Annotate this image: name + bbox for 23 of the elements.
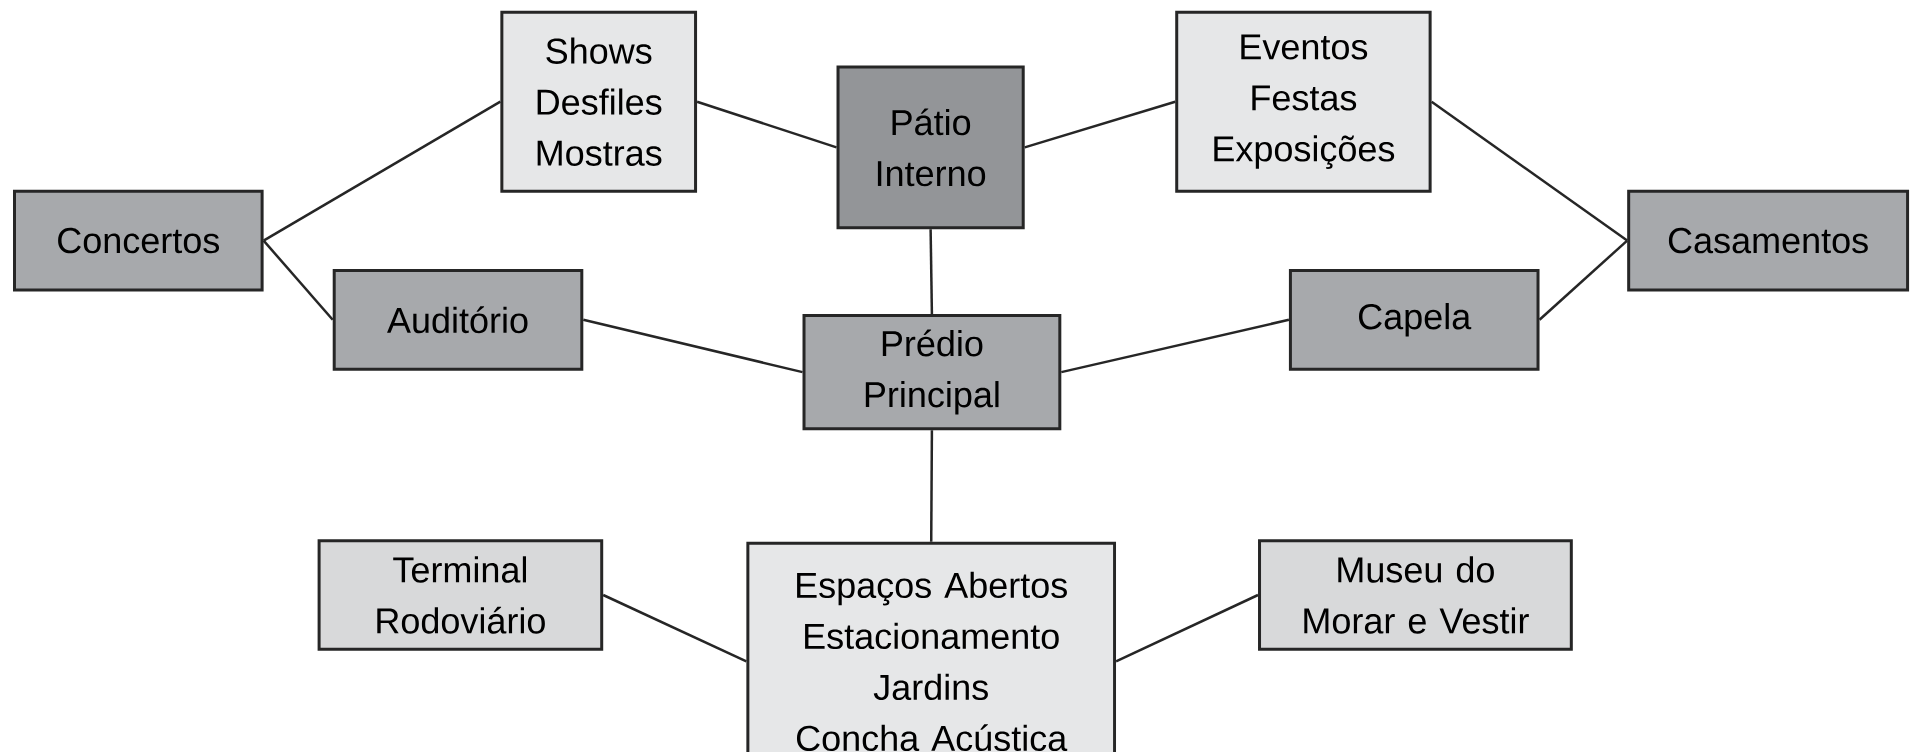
place-box: Auditório bbox=[332, 268, 584, 371]
connector-line bbox=[262, 239, 334, 321]
place-box: Espaços Abertos Estacionamento Jardins Concha Acústica bbox=[746, 541, 1117, 752]
place-box: Terminal Rodoviário bbox=[317, 539, 604, 651]
place-box: Prédio Principal bbox=[802, 313, 1062, 431]
connector-line bbox=[262, 100, 501, 242]
connector-line bbox=[1061, 318, 1290, 374]
connector-line bbox=[929, 430, 934, 542]
place-box: Shows Desfiles Mostras bbox=[500, 10, 698, 193]
connector-line bbox=[583, 318, 803, 374]
connector-line bbox=[1538, 239, 1628, 321]
connector-line bbox=[1024, 100, 1176, 149]
place-box: Concertos bbox=[13, 189, 264, 292]
connector-line bbox=[1115, 593, 1259, 663]
connector-line bbox=[696, 100, 837, 149]
place-box: Casamentos bbox=[1627, 189, 1910, 292]
connector-line bbox=[602, 593, 747, 663]
place-box: Capela bbox=[1288, 268, 1540, 371]
connector-line bbox=[929, 229, 934, 314]
place-box: Pátio Interno bbox=[836, 65, 1025, 230]
place-box: Eventos Festas Exposições bbox=[1175, 10, 1432, 193]
connector-line bbox=[1430, 100, 1628, 242]
place-box: Museu do Morar e Vestir bbox=[1258, 539, 1573, 651]
